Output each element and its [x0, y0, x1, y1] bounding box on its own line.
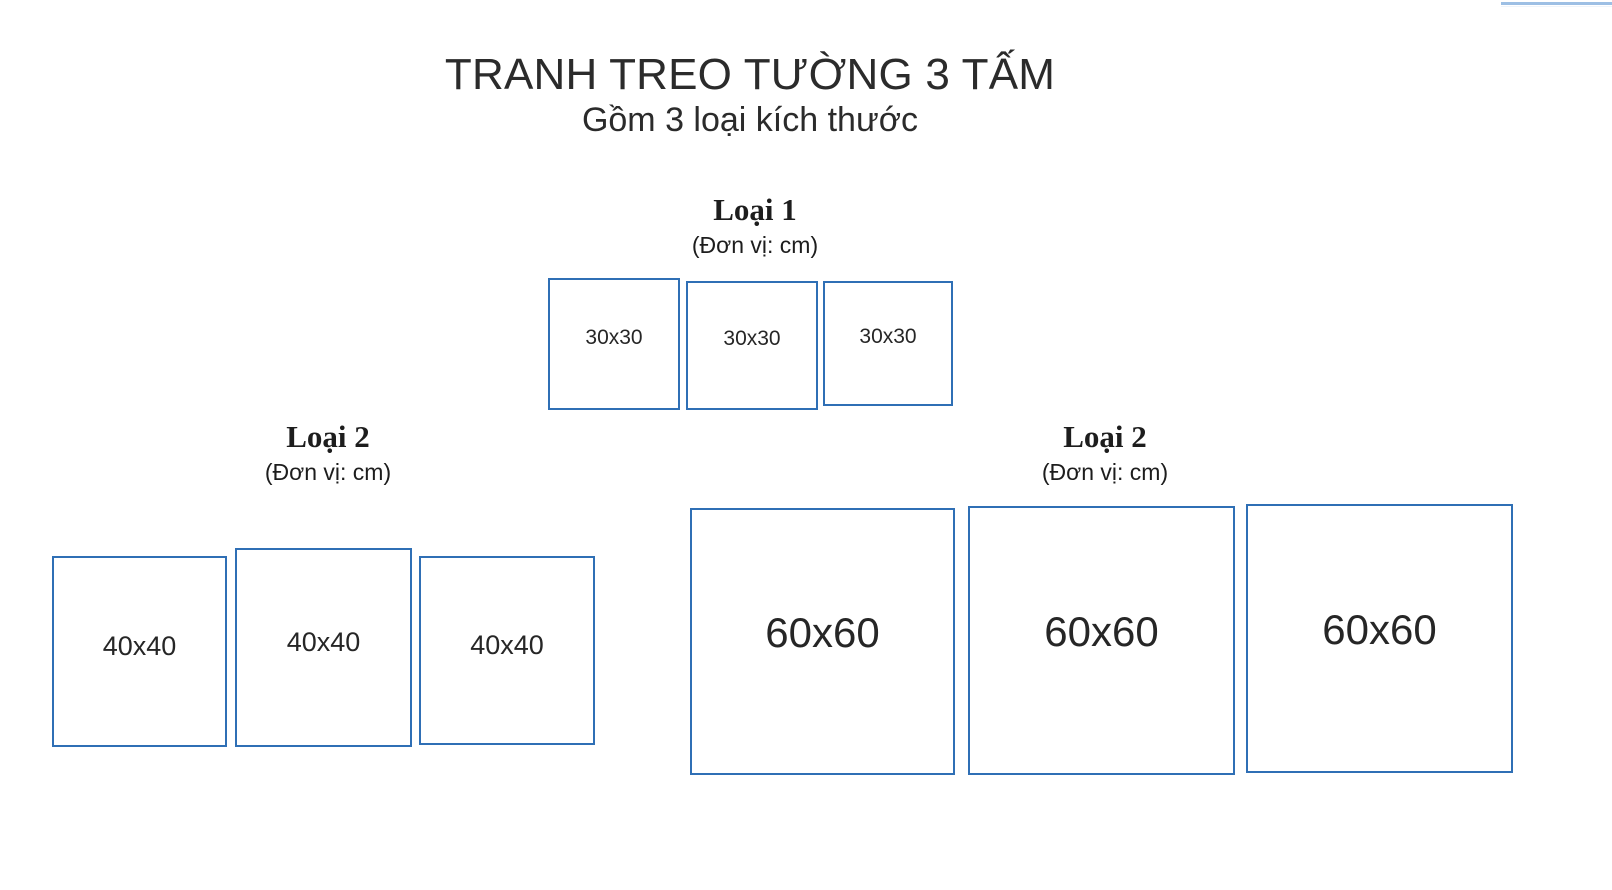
group-unit-loai-2-left: (Đơn vị: cm): [264, 459, 392, 485]
group-unit-loai-2-right: (Đơn vị: cm): [1041, 459, 1169, 485]
frame-size-label: 30x30: [723, 327, 781, 350]
top-accent-rule-secondary: [1501, 6, 1612, 7]
frame-box[interactable]: 30x30: [823, 281, 953, 406]
frame-size-label: 60x60: [1044, 607, 1159, 655]
page-subtitle: Gồm 3 loại kích thước: [581, 101, 919, 139]
top-accent-rule: [1501, 2, 1612, 5]
group-title-loai-2-left: Loại 2: [286, 419, 370, 454]
frame-box[interactable]: 30x30: [686, 281, 818, 410]
frame-box[interactable]: 30x30: [548, 278, 680, 410]
frame-box[interactable]: 60x60: [968, 506, 1235, 775]
frame-size-label: 60x60: [765, 608, 880, 656]
frame-box[interactable]: 60x60: [690, 508, 955, 775]
frame-box[interactable]: 40x40: [419, 556, 595, 745]
frame-size-label: 30x30: [859, 325, 917, 348]
page-title: TRANH TREO TƯỜNG 3 TẤM: [444, 50, 1056, 99]
frame-size-label: 60x60: [1322, 605, 1437, 653]
group-title-loai-1: Loại 1: [713, 192, 797, 227]
frame-box[interactable]: 40x40: [235, 548, 412, 747]
frame-size-label: 40x40: [286, 627, 361, 657]
group-unit-loai-1: (Đơn vị: cm): [691, 232, 819, 258]
frame-size-label: 40x40: [470, 630, 544, 660]
frame-box[interactable]: 40x40: [52, 556, 227, 747]
group-title-loai-2-right: Loại 2: [1063, 419, 1147, 454]
frame-box[interactable]: 60x60: [1246, 504, 1513, 773]
frame-size-label: 40x40: [102, 631, 177, 661]
frame-size-label: 30x30: [585, 325, 643, 349]
